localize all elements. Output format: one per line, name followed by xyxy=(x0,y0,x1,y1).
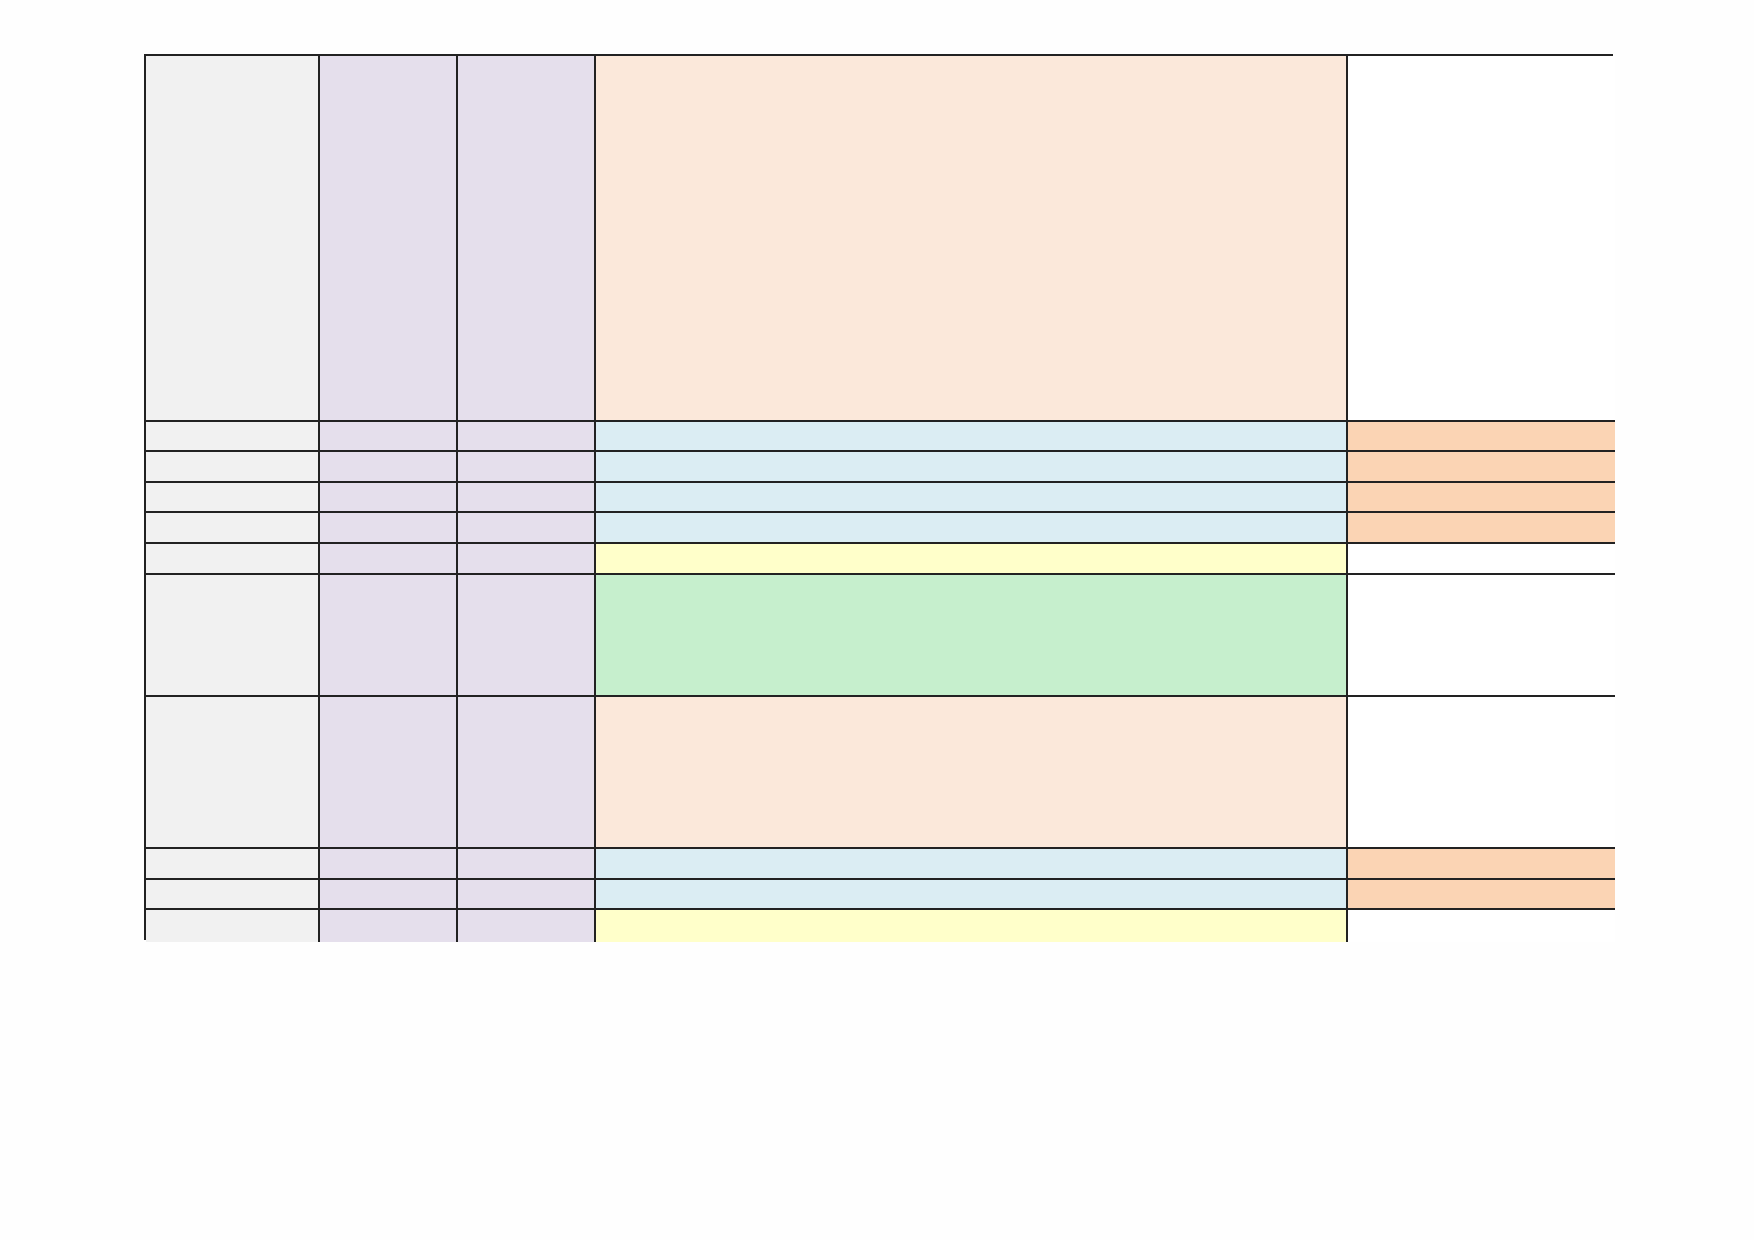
table-cell-label-col-row-5 xyxy=(146,513,320,544)
table-cell-sub-col-a-row-6 xyxy=(320,544,458,575)
table-cell-sub-col-b-row-2 xyxy=(458,422,596,452)
schedule-table xyxy=(144,54,1615,942)
table-cell-sub-col-b-row-8 xyxy=(458,697,596,849)
table-cell-label-col-row-10 xyxy=(146,880,320,910)
table-cell-sub-col-a-row-4 xyxy=(320,483,458,513)
table-cell-sub-col-a-row-5 xyxy=(320,513,458,544)
table-cell-label-col-row-1 xyxy=(146,56,320,422)
table-cell-notes-col-row-10 xyxy=(1348,880,1615,910)
table-cell-notes-col-row-2 xyxy=(1348,422,1615,452)
table-cell-sub-col-a-row-10 xyxy=(320,880,458,910)
table-cell-notes-col-row-8 xyxy=(1348,697,1615,849)
table-cell-label-col-row-3 xyxy=(146,452,320,483)
table-cell-sub-col-b-row-1 xyxy=(458,56,596,422)
table-cell-notes-col-row-1 xyxy=(1348,56,1615,422)
table-cell-content-col-row-9 xyxy=(596,849,1348,880)
table-cell-sub-col-a-row-3 xyxy=(320,452,458,483)
table-cell-sub-col-b-row-4 xyxy=(458,483,596,513)
table-cell-notes-col-row-9 xyxy=(1348,849,1615,880)
table-cell-notes-col-row-3 xyxy=(1348,452,1615,483)
table-cell-content-col-row-5 xyxy=(596,513,1348,544)
table-cell-label-col-row-8 xyxy=(146,697,320,849)
table-cell-notes-col-row-5 xyxy=(1348,513,1615,544)
table-cell-sub-col-a-row-9 xyxy=(320,849,458,880)
table-cell-label-col-row-6 xyxy=(146,544,320,575)
table-cell-content-col-row-11 xyxy=(596,910,1348,942)
table-cell-label-col-row-4 xyxy=(146,483,320,513)
table-cell-sub-col-a-row-7 xyxy=(320,575,458,697)
table-cell-sub-col-b-row-7 xyxy=(458,575,596,697)
table-cell-sub-col-b-row-5 xyxy=(458,513,596,544)
table-cell-sub-col-b-row-9 xyxy=(458,849,596,880)
table-cell-notes-col-row-7 xyxy=(1348,575,1615,697)
table-cell-sub-col-b-row-10 xyxy=(458,880,596,910)
table-cell-label-col-row-11 xyxy=(146,910,320,942)
table-cell-notes-col-row-6 xyxy=(1348,544,1615,575)
table-cell-content-col-row-10 xyxy=(596,880,1348,910)
table-cell-sub-col-a-row-8 xyxy=(320,697,458,849)
table-cell-notes-col-row-4 xyxy=(1348,483,1615,513)
table-cell-label-col-row-7 xyxy=(146,575,320,697)
table-cell-sub-col-a-row-1 xyxy=(320,56,458,422)
table-cell-content-col-row-8 xyxy=(596,697,1348,849)
table-cell-content-col-row-6 xyxy=(596,544,1348,575)
table-cell-label-col-row-2 xyxy=(146,422,320,452)
table-cell-sub-col-b-row-3 xyxy=(458,452,596,483)
table-cell-content-col-row-7 xyxy=(596,575,1348,697)
table-cell-sub-col-a-row-11 xyxy=(320,910,458,942)
table-cell-content-col-row-1 xyxy=(596,56,1348,422)
table-cell-content-col-row-4 xyxy=(596,483,1348,513)
table-cell-sub-col-a-row-2 xyxy=(320,422,458,452)
table-cell-label-col-row-9 xyxy=(146,849,320,880)
table-cell-content-col-row-2 xyxy=(596,422,1348,452)
table-cell-sub-col-b-row-11 xyxy=(458,910,596,942)
table-cell-notes-col-row-11 xyxy=(1348,910,1615,942)
table-cell-sub-col-b-row-6 xyxy=(458,544,596,575)
table-cell-content-col-row-3 xyxy=(596,452,1348,483)
